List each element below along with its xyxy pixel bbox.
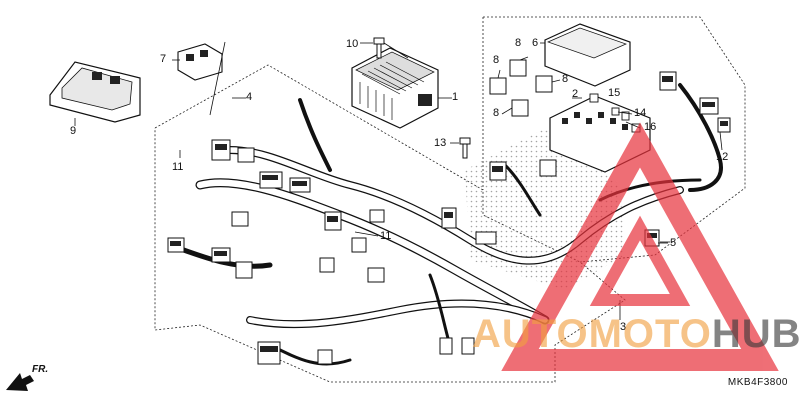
part-8-relays: [489, 59, 553, 117]
callout-14: 14: [634, 107, 647, 119]
part-12-connector: [717, 117, 731, 133]
callout-4: 4: [246, 91, 253, 103]
callout-11a: 11: [172, 161, 184, 173]
callout-8b: 8: [493, 54, 500, 66]
part-9-cover: [49, 61, 141, 126]
part-10-bolt: [360, 37, 409, 59]
callout-2: 2: [572, 88, 579, 100]
callout-8a: 8: [515, 37, 522, 49]
part-6-fusebox-cover: [540, 23, 631, 87]
watermark-part2: HUB: [711, 312, 800, 356]
front-direction-label: FR.: [32, 364, 49, 375]
connector-pins: [170, 76, 715, 352]
fusebox-boundary: [483, 16, 746, 263]
callout-3: 3: [620, 321, 627, 333]
callout-5: 5: [670, 237, 677, 249]
watermark-text: AUTOMOTOHUB: [472, 314, 800, 354]
watermark-triangle: [501, 122, 779, 371]
callout-7: 7: [160, 53, 167, 65]
callout-9: 9: [70, 125, 77, 137]
callout-15: 15: [608, 87, 621, 99]
watermark-part1: AUTOMOTO: [472, 312, 712, 356]
callout-16: 16: [644, 121, 657, 133]
callout-8d: 8: [493, 107, 500, 119]
callout-12: 12: [716, 151, 729, 163]
callout-8c: 8: [562, 73, 569, 85]
callout-10: 10: [346, 38, 359, 50]
diagram-code: MKB4F3800: [727, 377, 788, 388]
part-7-connector: [172, 41, 226, 116]
callout-11b: 11: [380, 230, 392, 242]
callout-1: 1: [452, 91, 459, 103]
part-13-bolt: [450, 137, 471, 159]
callout-13: 13: [434, 137, 447, 149]
leader-lines: [179, 56, 723, 320]
part-1-regulator: [351, 47, 452, 129]
harness-boundary: [154, 64, 626, 383]
callout-6: 6: [532, 37, 539, 49]
front-direction-arrow: [6, 373, 34, 391]
small-clips: [589, 93, 641, 133]
